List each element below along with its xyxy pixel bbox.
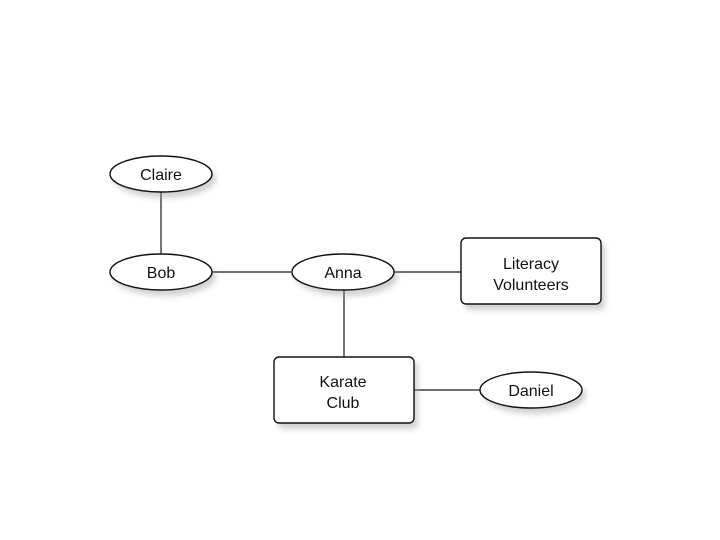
node-bob[interactable]: Bob [109,253,216,296]
edges [160,191,481,396]
node-anna-label: Anna [324,265,361,282]
node-daniel-label: Daniel [508,383,553,400]
node-literacy-volunteers-label-line2: Volunteers [493,277,569,294]
node-karate-club-label-line1: Karate [319,374,366,391]
node-literacy-volunteers-label-line1: Literacy [503,256,559,273]
node-anna[interactable]: Anna [291,253,398,296]
node-daniel-shape [479,371,583,409]
node-karate-club[interactable]: Karate Club [273,356,418,429]
node-bob-label: Bob [147,265,176,282]
node-karate-club-shape [273,356,415,424]
node-karate-club-label-line2: Club [327,395,360,412]
node-claire-label: Claire [140,167,182,184]
node-daniel[interactable]: Daniel [479,371,586,414]
node-literacy-volunteers-shape [460,237,602,305]
node-anna-shape [291,253,395,291]
node-claire-shape [109,155,213,193]
node-literacy-volunteers[interactable]: Literacy Volunteers [460,237,605,310]
node-bob-shape [109,253,213,291]
node-claire[interactable]: Claire [109,155,216,198]
